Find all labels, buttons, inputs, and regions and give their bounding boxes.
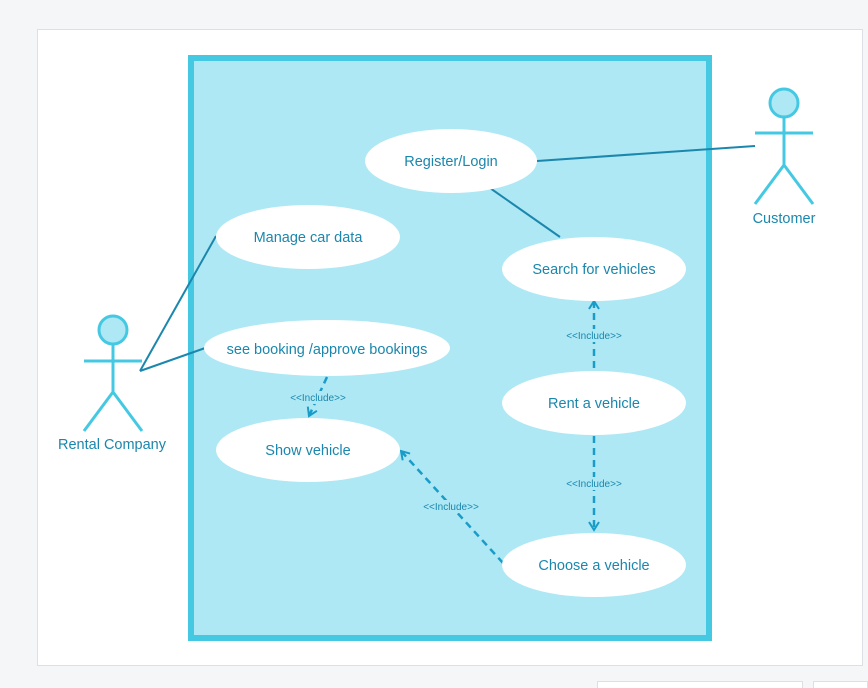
actor-rental-company-head [97,314,129,346]
actor-customer[interactable]: Customer [753,87,816,227]
usecase-rent-vehicle-label: Rent a vehicle [548,396,640,412]
usecase-register-login-label: Register/Login [404,154,498,170]
stereo-bg [561,477,627,490]
bottom-panel-tab[interactable] [597,681,803,688]
actor-customer-label: Customer [753,211,816,227]
usecase-show-vehicle-label: Show vehicle [265,443,350,459]
association-customer-register[interactable] [536,145,756,162]
actor-rental-company[interactable]: Rental Company [58,314,167,453]
usecase-search-vehicles[interactable]: Search for vehicles [502,237,686,301]
stereo-bg [561,329,627,342]
usecase-show-vehicle[interactable]: Show vehicle [216,418,400,482]
usecase-choose-vehicle-label: Choose a vehicle [538,558,649,574]
actor-rental-company-label: Rental Company [58,437,167,453]
include-label-choose-show: <<Include>> [423,502,479,513]
actor-customer-head [768,87,800,119]
usecase-rent-vehicle[interactable]: Rent a vehicle [502,371,686,435]
usecase-choose-vehicle[interactable]: Choose a vehicle [502,533,686,597]
usecase-register-login[interactable]: Register/Login [365,129,537,193]
usecase-see-booking[interactable]: see booking /approve bookings [204,320,450,376]
stereo-bg [285,391,351,404]
include-label-rent-search: <<Include>> [566,331,622,342]
association-register-search[interactable] [489,187,561,238]
include-label-booking-show: <<Include>> [290,393,346,404]
usecase-manage-car-data[interactable]: Manage car data [216,205,400,269]
usecase-search-vehicles-label: Search for vehicles [532,262,655,278]
stereo-bg [418,500,484,513]
usecase-manage-car-data-label: Manage car data [254,230,364,246]
include-label-rent-choose: <<Include>> [566,479,622,490]
association-company-booking[interactable] [139,346,209,372]
association-company-manage[interactable] [139,235,217,372]
usecase-see-booking-label: see booking /approve bookings [227,342,428,358]
